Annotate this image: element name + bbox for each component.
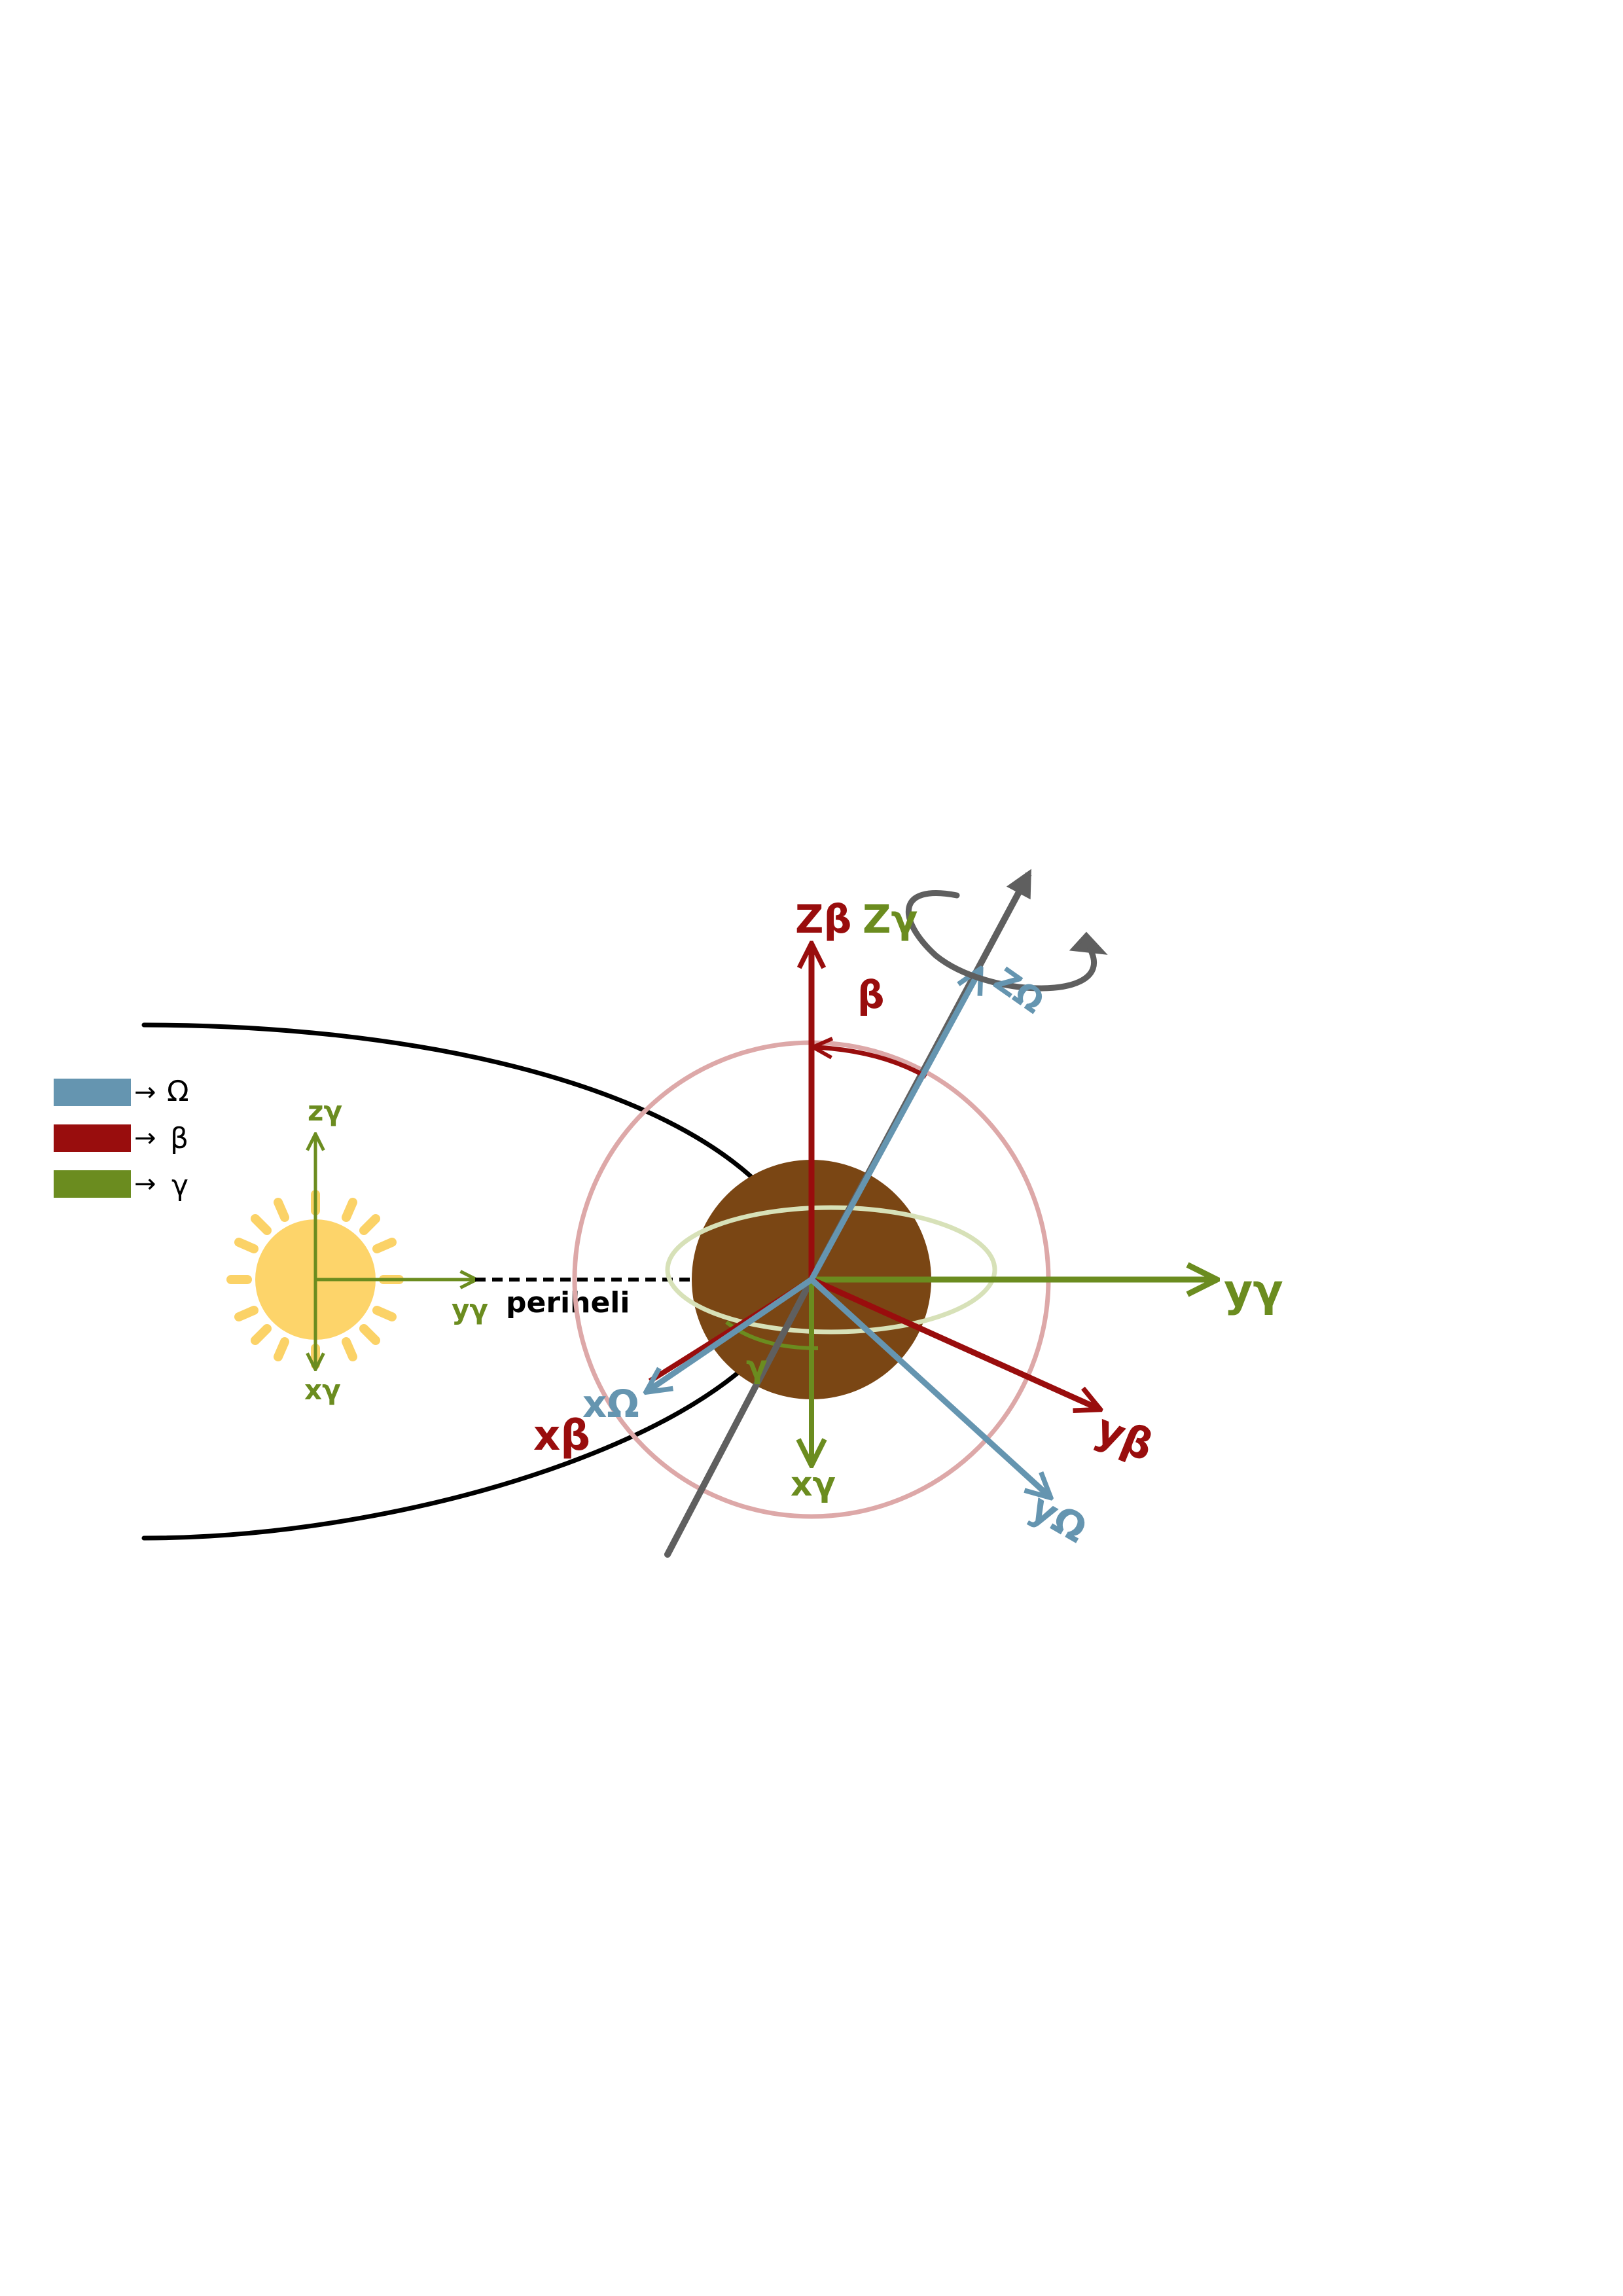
gamma-ellipse [665, 1205, 997, 1335]
sun-z-label: zγ [308, 1095, 342, 1127]
spin-rotation-arrow-icon [905, 890, 1108, 992]
legend-label-beta: β [170, 1122, 188, 1155]
legend-item-beta: → β [54, 1122, 188, 1155]
x-gamma-label: xγ [791, 1465, 836, 1504]
legend-label-omega: Ω [167, 1075, 189, 1108]
legend: → Ω → β → γ [54, 1075, 189, 1202]
planet-gamma-frame [812, 1280, 1214, 1463]
legend-swatch-beta [54, 1124, 131, 1152]
legend-arrow-beta: → [134, 1123, 156, 1153]
beta-angle-arc [815, 1047, 927, 1079]
sun-x-label: xγ [304, 1374, 341, 1406]
beta-angle-label: β [857, 973, 885, 1017]
sun-frame: zγ xγ yγ [304, 1095, 488, 1406]
z-omega-label: ZΩ [987, 960, 1051, 1021]
legend-arrow-gamma: → [134, 1169, 156, 1199]
planet-x-omega-axis [648, 1277, 813, 1391]
y-beta-label: yβ [1089, 1405, 1160, 1471]
planet-omega-frame [648, 971, 1049, 1496]
planet-y-beta-axis [810, 1276, 1098, 1408]
planet-y-omega-axis [809, 1277, 1049, 1496]
legend-item-omega: → Ω [54, 1075, 189, 1108]
perihelion-label: periheli [506, 1286, 630, 1319]
spin-axis-lower [664, 1276, 815, 1558]
legend-item-gamma: → γ [54, 1169, 188, 1202]
x-beta-label: xβ [533, 1412, 590, 1460]
z-beta-label: Zβ [795, 897, 851, 942]
planet-z-omega-axis [809, 971, 980, 1282]
legend-swatch-omega [54, 1079, 131, 1106]
legend-label-gamma: γ [171, 1169, 188, 1202]
y-gamma-label: yγ [1224, 1265, 1283, 1317]
gamma-angle-label: γ [746, 1349, 768, 1386]
x-omega-label: xΩ [582, 1382, 639, 1426]
legend-swatch-gamma [54, 1170, 131, 1198]
sun-y-label: yγ [452, 1293, 488, 1325]
y-omega-label: yΩ [1023, 1484, 1094, 1551]
z-gamma-label: Zγ [863, 897, 918, 942]
legend-arrow-omega: → [134, 1077, 156, 1107]
